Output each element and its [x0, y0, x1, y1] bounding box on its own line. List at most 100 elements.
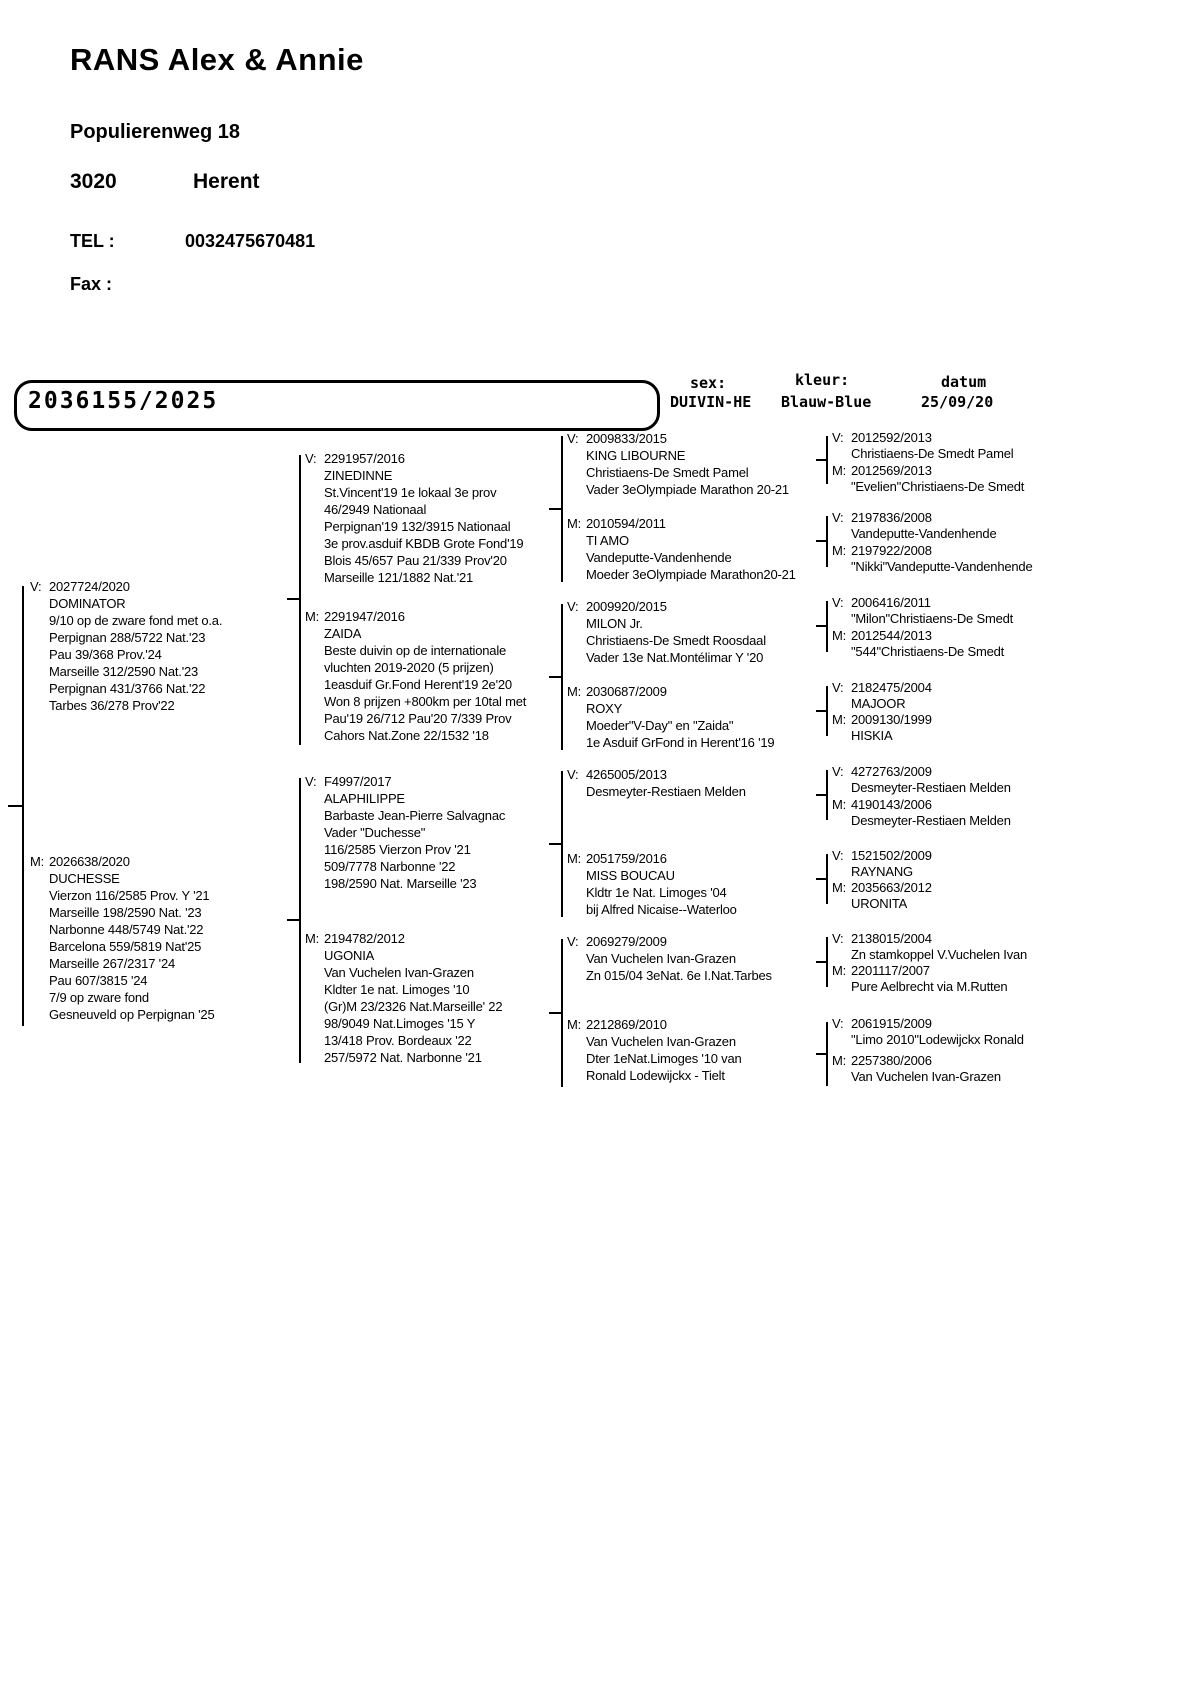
- ring-number: 2006416/2011: [851, 595, 931, 610]
- entry-head: M:2051759/2016: [567, 850, 737, 867]
- pedigree-entry-gen4-4: V:2006416/2011 "Milon"Christiaens-De Sme…: [832, 595, 1013, 627]
- pedigree-entry-gen4-7: M:2009130/1999 HISKIA: [832, 712, 932, 744]
- pedigree-entry-gen1-dam: M:2026638/2020 DUCHESSE Vierzon 116/2585…: [30, 853, 215, 1023]
- detail-line: Perpignan 288/5722 Nat.'23: [49, 630, 206, 645]
- sex-tag: M:: [305, 931, 320, 946]
- detail-line: Vandeputte-Vandenhende: [586, 550, 732, 565]
- pedigree-entry-gen3-2: V:2009920/2015 MILON Jr. Christiaens-De …: [567, 598, 766, 666]
- detail-line: Pau 607/3815 '24: [49, 973, 148, 988]
- ring-number: 2009920/2015: [586, 599, 667, 614]
- entry-head: V:2006416/2011: [832, 595, 1013, 611]
- sex-tag: V:: [567, 599, 579, 614]
- entry-head: M:2026638/2020: [30, 853, 215, 870]
- pedigree-entry-gen4-10: V:1521502/2009 RAYNANG: [832, 848, 932, 880]
- detail-line: Vader "Duchesse": [324, 825, 426, 840]
- connector-stub-gen4-4: [816, 710, 826, 712]
- entry-head: V: 2009920/2015: [567, 598, 766, 615]
- detail-line: Christiaens-De Smedt Roosdaal: [586, 633, 766, 648]
- entry-head: V:F4997/2017: [305, 773, 505, 790]
- detail-line: 198/2590 Nat. Marseille '23: [324, 876, 477, 891]
- detail-line: Vader 13e Nat.Montélimar Y '20: [586, 650, 764, 665]
- detail-lines: MAJOOR: [851, 696, 932, 712]
- pedigree-entry-gen2-3: M: 2194782/2012 UGONIA Van Vuchelen Ivan-…: [305, 930, 503, 1066]
- detail-line: Van Vuchelen Ivan-Grazen: [586, 951, 736, 966]
- detail-line: "Evelien"Christiaens-De Smedt: [851, 479, 1025, 494]
- pedigree-entry-gen3-5: M:2051759/2016 MISS BOUCAU Kldtr 1e Nat.…: [567, 850, 737, 918]
- detail-line: 509/7778 Narbonne '22: [324, 859, 456, 874]
- pedigree-entry-gen4-6: V:2182475/2004 MAJOOR: [832, 680, 932, 712]
- detail-line: Christiaens-De Smedt Pamel: [586, 465, 749, 480]
- pigeon-name: DUCHESSE: [49, 871, 120, 886]
- connector-stub-gen4-7: [816, 961, 826, 963]
- connector-stub-gen4-5: [816, 794, 826, 796]
- pigeon-name: ZINEDINNE: [324, 468, 393, 483]
- pedigree-entry-gen3-3: M:2030687/2009 ROXY Moeder"V-Day" en "Za…: [567, 683, 775, 751]
- detail-line: Barcelona 559/5819 Nat'25: [49, 939, 202, 954]
- detail-lines: Pure Aelbrecht via M.Rutten: [851, 979, 1008, 995]
- entry-head: V:2138015/2004: [832, 931, 1027, 947]
- connector-vline-gen3-4: [561, 939, 563, 1087]
- detail-line: Ronald Lodewijckx - Tielt: [586, 1068, 725, 1083]
- detail-lines: "Nikki"Vandeputte-Vandenhende: [851, 559, 1033, 575]
- entry-head: M:4190143/2006: [832, 797, 1011, 813]
- connector-vline-gen3-2: [561, 604, 563, 750]
- ring-number: 2212869/2010: [586, 1017, 667, 1032]
- detail-line: "Milon"Christiaens-De Smedt: [851, 611, 1014, 626]
- ring-number: 2026638/2020: [49, 854, 130, 869]
- detail-line: St.Vincent'19 1e lokaal 3e prov: [324, 485, 497, 500]
- sex-tag: V:: [305, 451, 317, 466]
- owner-city: Herent: [193, 170, 260, 193]
- pedigree-entry-gen4-9: M:4190143/2006 Desmeyter-Restiaen Melden: [832, 797, 1011, 829]
- ring-number: 2291947/2016: [324, 609, 405, 624]
- connector-vline-gen4-2: [826, 516, 828, 567]
- detail-line: Blois 45/657 Pau 21/339 Prov'20: [324, 553, 507, 568]
- pedigree-entry-gen4-14: V:2061915/2009 "Limo 2010"Lodewijckx Ron…: [832, 1016, 1024, 1048]
- entry-head: V:2291957/2016: [305, 450, 523, 467]
- entry-head: V:4272763/2009: [832, 764, 1011, 780]
- detail-lines: Moeder"V-Day" en "Zaida"1e Asduif GrFond…: [586, 717, 775, 751]
- sex-tag: M:: [832, 712, 847, 727]
- connector-stub-gen4-2: [816, 540, 826, 542]
- detail-line: Pau'19 26/712 Pau'20 7/339 Prov: [324, 711, 512, 726]
- detail-line: 98/9049 Nat.Limoges '15 Y: [324, 1016, 476, 1031]
- detail-line: URONITA: [851, 896, 908, 911]
- detail-line: Dter 1eNat.Limoges '10 van: [586, 1051, 742, 1066]
- entry-head: V:2009833/2015: [567, 430, 789, 447]
- detail-line: Marseille 312/2590 Nat.'23: [49, 664, 199, 679]
- ring-number: 4190143/2006: [851, 797, 932, 812]
- pigeon-name: KING LIBOURNE: [586, 448, 686, 463]
- detail-line: Van Vuchelen Ivan-Grazen: [851, 1069, 1001, 1084]
- pigeon-name: MISS BOUCAU: [586, 868, 675, 883]
- ring-number: 2012592/2013: [851, 430, 932, 445]
- tel-label: TEL :: [70, 231, 115, 251]
- sex-tag: V:: [832, 510, 844, 525]
- sex-tag: V:: [30, 579, 42, 594]
- entry-head: M:2197922/2008: [832, 543, 1032, 559]
- entry-head: V:2027724/2020: [30, 578, 222, 595]
- detail-line: Desmeyter-Restiaen Melden: [851, 780, 1011, 795]
- entry-head: V:2061915/2009: [832, 1016, 1024, 1032]
- pedigree-entry-gen4-1: M:2012569/2013 "Evelien"Christiaens-De S…: [832, 463, 1024, 495]
- pigeon-name: UGONIA: [324, 948, 375, 963]
- ring-number: 2194782/2012: [324, 931, 405, 946]
- connector-stub-gen3-2: [549, 676, 561, 678]
- detail-line: 116/2585 Vierzon Prov '21: [324, 842, 471, 857]
- connector-vline-gen4-3: [826, 601, 828, 652]
- pedigree-entry-gen4-11: M:2035663/2012 URONITA: [832, 880, 932, 912]
- sex-label: sex:: [690, 374, 727, 392]
- ring-number: 2257380/2006: [851, 1053, 932, 1068]
- sex-tag: M:: [567, 851, 582, 866]
- pigeon-name: TI AMO: [586, 533, 629, 548]
- ring-number: 2009833/2015: [586, 431, 667, 446]
- connector-stub-gen3-3: [549, 843, 561, 845]
- detail-lines: 9/10 op de zware fond met o.a.Perpignan …: [49, 612, 222, 714]
- detail-line: Tarbes 36/278 Prov'22: [49, 698, 175, 713]
- sex-tag: V:: [567, 934, 579, 949]
- connector-vline-gen4-1: [826, 436, 828, 484]
- detail-lines: "544"Christiaens-De Smedt: [851, 644, 1004, 660]
- pedigree-entry-gen2-0: V:2291957/2016 ZINEDINNE St.Vincent'19 1…: [305, 450, 524, 586]
